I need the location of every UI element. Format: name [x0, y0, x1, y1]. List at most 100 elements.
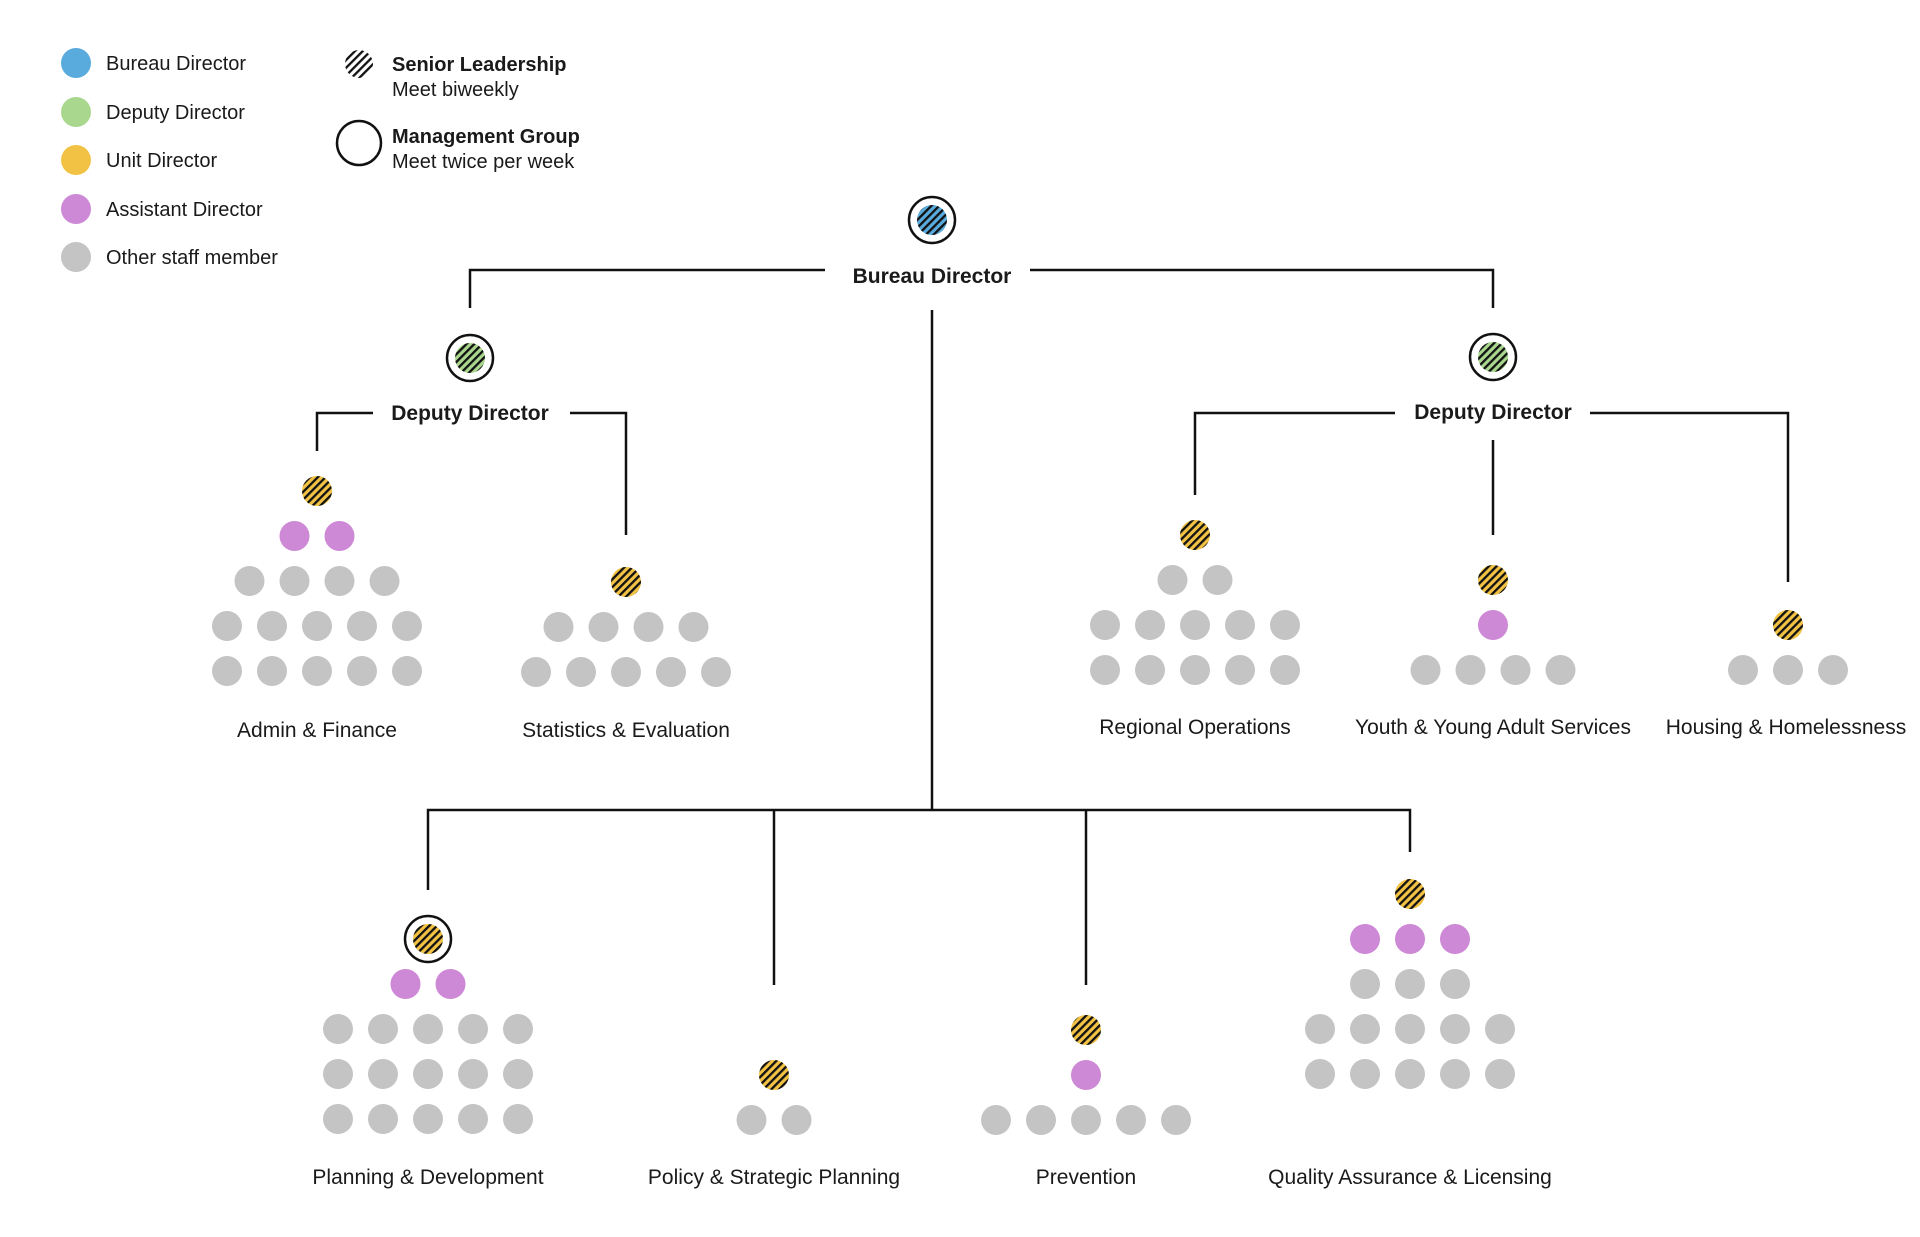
- staff-member-dot: [1026, 1105, 1056, 1135]
- senior-leadership-hatch: [1478, 565, 1508, 595]
- staff-member-dot: [1545, 655, 1576, 685]
- staff-member-dot: [678, 612, 709, 642]
- staff-member-dot: [588, 612, 619, 642]
- deputy-right-label: Deputy Director: [1414, 401, 1572, 424]
- staff-member-dot: [324, 566, 355, 596]
- unit-label-admin: Admin & Finance: [237, 719, 397, 742]
- staff-member-dot: [458, 1104, 488, 1134]
- staff-member-dot: [392, 611, 422, 641]
- staff-member-dot: [1071, 1105, 1101, 1135]
- staff-member-dot: [413, 1059, 443, 1089]
- staff-member-dot: [323, 1104, 353, 1134]
- staff-member-dot: [1202, 565, 1233, 595]
- unit-youth-dots: [1410, 565, 1576, 685]
- staff-member-dot: [368, 1014, 398, 1044]
- deputy-director-left-node: Deputy Director: [391, 333, 549, 425]
- staff-member-dot: [458, 1059, 488, 1089]
- staff-member-dot: [369, 566, 400, 596]
- assistant-director-dot: [435, 969, 466, 999]
- staff-member-dot: [1090, 655, 1120, 685]
- staff-member-dot: [234, 566, 265, 596]
- legend-management-group-subtitle: Meet twice per week: [392, 151, 575, 173]
- assistant-director-dot: [324, 521, 355, 551]
- staff-member-dot: [1728, 655, 1758, 685]
- unit-qa-dots: [1305, 879, 1515, 1089]
- legend-label-bureau-director: Bureau Director: [106, 53, 246, 75]
- staff-member-dot: [1305, 1014, 1335, 1044]
- staff-member-dot: [503, 1059, 533, 1089]
- staff-member-dot: [1485, 1059, 1515, 1089]
- staff-member-dot: [368, 1104, 398, 1134]
- staff-member-dot: [1270, 655, 1300, 685]
- staff-member-dot: [1135, 610, 1165, 640]
- staff-member-dot: [1161, 1105, 1191, 1135]
- legend-label-other-staff: Other staff member: [106, 247, 278, 269]
- staff-member-dot: [347, 611, 377, 641]
- deputy-right-hatch: [1478, 342, 1508, 372]
- deputy-director-swatch: [61, 97, 91, 127]
- legend: Bureau Director Deputy Director Unit Dir…: [61, 48, 580, 272]
- unit-director-swatch: [61, 145, 91, 175]
- staff-member-dot: [1350, 969, 1380, 999]
- legend-senior-leadership-title: Senior Leadership: [392, 54, 567, 76]
- staff-member-dot: [543, 612, 574, 642]
- unit-admin: Admin & Finance: [212, 476, 422, 742]
- staff-member-dot: [1225, 610, 1255, 640]
- unit-stats: Statistics & Evaluation: [521, 567, 731, 742]
- staff-member-dot: [1305, 1059, 1335, 1089]
- staff-member-dot: [302, 656, 332, 686]
- assistant-director-dot: [1350, 924, 1380, 954]
- staff-member-dot: [701, 657, 731, 687]
- staff-member-dot: [1440, 969, 1470, 999]
- staff-member-dot: [1180, 655, 1210, 685]
- staff-member-dot: [368, 1059, 398, 1089]
- unit-youth: Youth & Young Adult Services: [1355, 565, 1631, 739]
- staff-member-dot: [1180, 610, 1210, 640]
- staff-member-dot: [566, 657, 596, 687]
- bureau-director-node: Bureau Director: [853, 195, 1011, 288]
- unit-label-policy: Policy & Strategic Planning: [648, 1166, 900, 1189]
- staff-member-dot: [1135, 655, 1165, 685]
- unit-prevention-dots: [981, 1015, 1191, 1135]
- staff-member-dot: [1225, 655, 1255, 685]
- unit-label-youth: Youth & Young Adult Services: [1355, 716, 1631, 739]
- unit-label-qa: Quality Assurance & Licensing: [1268, 1166, 1552, 1189]
- unit-planning: Planning & Development: [312, 914, 544, 1189]
- unit-prevention: Prevention: [981, 1015, 1191, 1189]
- unit-policy-dots: [736, 1060, 812, 1135]
- deputy-left-label: Deputy Director: [391, 402, 549, 425]
- staff-member-dot: [413, 1014, 443, 1044]
- senior-leadership-hatch: [611, 567, 641, 597]
- unit-policy: Policy & Strategic Planning: [648, 1060, 900, 1189]
- unit-label-housing: Housing & Homelessness: [1666, 716, 1906, 739]
- staff-member-dot: [1410, 655, 1441, 685]
- staff-member-dot: [1773, 655, 1803, 685]
- legend-groups: Senior Leadership Meet biweekly Manageme…: [335, 50, 580, 173]
- unit-regional: Regional Operations: [1090, 520, 1300, 739]
- staff-member-dot: [1116, 1105, 1146, 1135]
- senior-leadership-hatch: [1180, 520, 1210, 550]
- assistant-director-dot: [1478, 610, 1508, 640]
- staff-member-dot: [1090, 610, 1120, 640]
- legend-label-deputy-director: Deputy Director: [106, 102, 245, 124]
- staff-member-dot: [981, 1105, 1011, 1135]
- unit-planning-dots: [323, 914, 533, 1134]
- staff-member-dot: [413, 1104, 443, 1134]
- unit-admin-dots: [212, 476, 422, 686]
- staff-member-dot: [503, 1104, 533, 1134]
- senior-leadership-hatch-icon: [345, 50, 373, 78]
- staff-member-dot: [1485, 1014, 1515, 1044]
- staff-member-dot: [1350, 1059, 1380, 1089]
- assistant-director-dot: [1071, 1060, 1101, 1090]
- senior-leadership-hatch: [759, 1060, 789, 1090]
- staff-member-dot: [781, 1105, 812, 1135]
- staff-member-dot: [521, 657, 551, 687]
- staff-member-dot: [503, 1014, 533, 1044]
- staff-member-dot: [1350, 1014, 1380, 1044]
- unit-regional-dots: [1090, 520, 1300, 685]
- staff-member-dot: [611, 657, 641, 687]
- staff-member-dot: [302, 611, 332, 641]
- staff-member-dot: [1818, 655, 1848, 685]
- assistant-director-dot: [390, 969, 421, 999]
